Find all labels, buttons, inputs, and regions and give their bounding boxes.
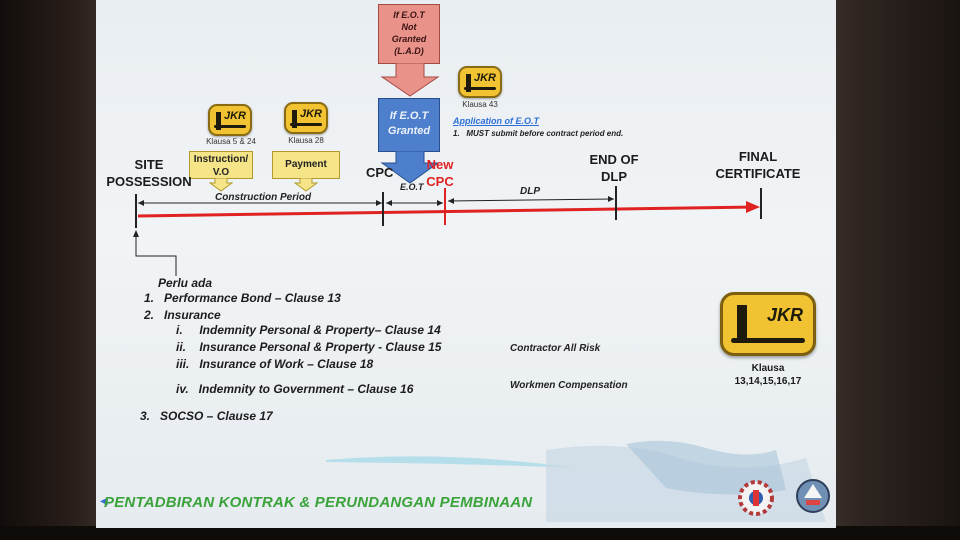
dlp-span-left-head (448, 198, 454, 204)
insurance-sub-4: iv. Indemnity to Government – Clause 16 (176, 382, 413, 396)
perlu-ada-item-1: 1. Performance Bond – Clause 13 (144, 291, 341, 305)
insurance-sub-1: i. Indemnity Personal & Property– Clause… (176, 323, 441, 337)
big-klausa-line2: 13,14,15,16,17 (716, 375, 820, 388)
dlp-span-right-head (608, 196, 614, 202)
footer-title: PENTADBIRAN KONTRAK & PERUNDANGAN PEMBIN… (104, 494, 532, 511)
eot-span-left-head (386, 200, 392, 206)
workmen-compensation-label: Workmen Compensation (510, 380, 628, 391)
contractor-all-risk-label: Contractor All Risk (510, 343, 600, 354)
jkr-wave-icon (731, 338, 805, 343)
construction-span-right-head (376, 200, 382, 206)
main-timeline-line (138, 207, 756, 216)
dlp-span-line (448, 199, 614, 201)
big-klausa-label: Klausa 13,14,15,16,17 (716, 362, 820, 388)
construction-period-label: Construction Period (215, 192, 311, 203)
dlp-span-label: DLP (520, 186, 540, 197)
crest-emblem-icon (794, 476, 832, 516)
room-floor (0, 526, 960, 540)
perlu-ada-heading: Perlu ada (158, 276, 212, 290)
main-timeline-arrowhead (746, 201, 760, 213)
gear-emblem-icon (736, 478, 776, 518)
eot-span-right-head (437, 200, 443, 206)
jkr-tower-icon (737, 305, 747, 339)
timeline-diagram (96, 0, 836, 280)
big-klausa-line1: Klausa (716, 362, 820, 375)
room-wall-left (0, 0, 110, 540)
room-wall-right (820, 0, 960, 540)
jkr-large-logo-text: JKR (767, 305, 803, 326)
projected-slide: If E.O.T Not Granted (L.A.D) If E.O.T Gr… (96, 0, 836, 528)
site-possession-pointer (136, 234, 176, 276)
jkr-large-logo: JKR (720, 292, 816, 356)
site-possession-pointer-head (133, 230, 139, 237)
perlu-ada-item-2: 2. Insurance (144, 308, 221, 322)
perlu-ada-item-3: 3. SOCSO – Clause 17 (140, 409, 273, 423)
insurance-sub-2: ii. Insurance Personal & Property - Clau… (176, 340, 441, 354)
insurance-sub-3: iii. Insurance of Work – Clause 18 (176, 357, 373, 371)
eot-span-label: E.O.T (400, 182, 424, 192)
construction-span-left-head (138, 200, 144, 206)
